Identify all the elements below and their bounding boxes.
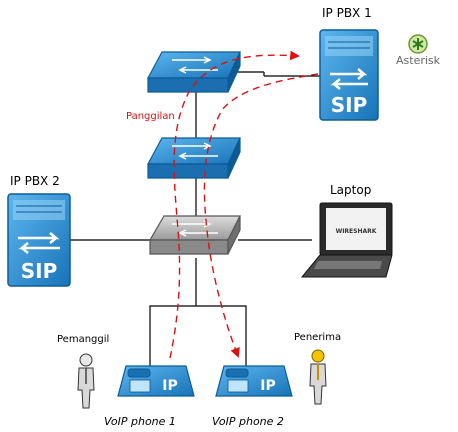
sip-text: SIP — [331, 93, 368, 117]
person-body — [309, 363, 327, 405]
sip-text: SIP — [21, 259, 58, 283]
call-path — [169, 50, 319, 359]
call-path-return-segment — [203, 73, 319, 358]
phone-handset — [225, 368, 249, 378]
ip-pbx-2-server: SIP — [7, 193, 71, 287]
laptop-device: WIRESHARK — [300, 202, 393, 278]
phone-keypad — [129, 379, 151, 393]
switch-top-face — [146, 51, 241, 79]
label-voip-phone-1: VoIP phone 1 — [104, 415, 176, 428]
call-path-caller-segment — [169, 50, 300, 359]
switch-arrows-icon — [172, 56, 218, 74]
laptop-keys — [314, 261, 382, 269]
logo-star — [412, 38, 424, 50]
link-phones-bus — [149, 305, 247, 372]
wireshark-text: WIRESHARK — [336, 228, 377, 235]
person-receiver-icon — [309, 349, 327, 405]
switch-side-face — [227, 137, 241, 179]
network-switch-1 — [146, 51, 241, 93]
ip-text: IP — [162, 378, 177, 394]
switch-front-face — [147, 163, 229, 179]
hub-side-face — [227, 215, 241, 255]
server-arrows-icon — [330, 68, 368, 90]
label-penerima: Penerima — [294, 332, 342, 343]
switch-arrows-icon — [172, 142, 218, 160]
label-ip-pbx-2: IP PBX 2 — [10, 174, 60, 188]
label-voip-phone-2: VoIP phone 2 — [212, 415, 284, 428]
hub-front-face — [149, 239, 229, 255]
phone-keypad — [227, 379, 249, 393]
ip-text: IP — [260, 378, 275, 394]
switch-top-face — [146, 137, 241, 165]
person-caller-icon — [77, 353, 95, 409]
network-links — [70, 71, 320, 372]
phone-handset — [127, 368, 151, 378]
voip-phone-2: IP — [215, 365, 293, 397]
switch-side-face — [227, 51, 241, 93]
label-laptop: Laptop — [330, 183, 372, 197]
server-top-panel — [325, 36, 373, 56]
hub-top-face — [148, 215, 241, 241]
network-switch-2 — [146, 137, 241, 179]
person-body — [77, 367, 95, 409]
label-asterisk-logo: Asterisk — [396, 54, 441, 67]
asterisk-logo-icon — [408, 34, 428, 54]
label-ip-pbx-1: IP PBX 1 — [322, 6, 372, 20]
label-panggilan: Panggilan — [126, 111, 175, 122]
ip-pbx-1-server: SIP — [319, 29, 379, 121]
laptop-screen — [326, 208, 386, 250]
hub-arrows-icon — [172, 220, 218, 237]
person-head — [79, 353, 93, 367]
network-hub — [148, 215, 241, 255]
voip-phone-1: IP — [117, 365, 195, 397]
switch-front-face — [147, 77, 229, 93]
person-head — [311, 349, 325, 363]
server-arrows-icon — [18, 232, 60, 254]
label-pemanggil: Pemanggil — [57, 334, 110, 345]
server-top-panel — [13, 200, 65, 220]
